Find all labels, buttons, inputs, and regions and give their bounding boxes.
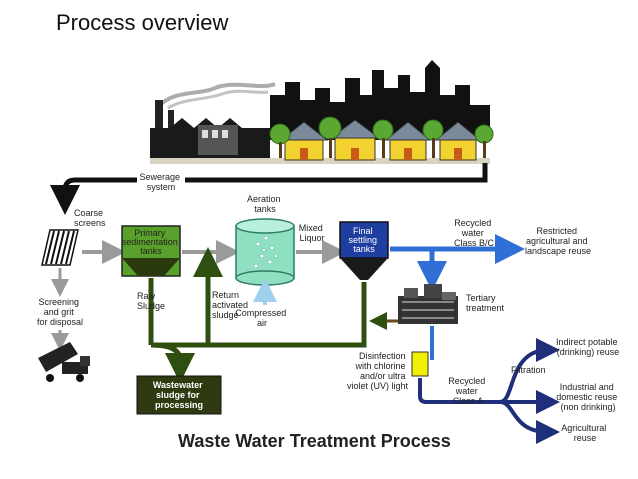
- uv-to-branch-line: [418, 378, 500, 404]
- final-sludge-line: [151, 282, 367, 348]
- city-illustration: [150, 60, 494, 164]
- to-agricultural-arrow: [499, 400, 560, 444]
- primary-sedimentation-tank: [121, 225, 181, 277]
- screening-label: Screening and grit for disposal: [37, 297, 83, 327]
- compressed-air-label: Compressed air: [235, 308, 289, 328]
- wastewater-sludge-box: [136, 375, 222, 415]
- raw-sludge-label: Raw Sludge: [137, 291, 165, 311]
- tertiary-plant-icon: [398, 284, 458, 324]
- sewer-flow-arrow: [50, 163, 488, 215]
- recycled-bc-label: Recycled water Class B/C: [454, 218, 495, 248]
- final-tank-label: Final settling tanks: [348, 226, 379, 254]
- aeration-tank: [235, 218, 295, 286]
- industrial-reuse-label: Industrial and domestic reuse (non drink…: [556, 382, 620, 412]
- final-settling-tank: [339, 221, 389, 280]
- slide-title: Process overview: [56, 10, 229, 35]
- tertiary-label: Tertiary treatment: [466, 293, 505, 313]
- wastewater-sludge-label: Wastewater sludge for processing: [153, 380, 205, 410]
- dump-truck-icon: [38, 342, 90, 382]
- filtration-label: Filtration: [511, 365, 546, 375]
- mixed-liquor-label: Mixed Liquor: [299, 223, 326, 243]
- coarse-screens-label: Coarse screens: [74, 208, 106, 228]
- diagram-caption: Waste Water Treatment Process: [178, 431, 451, 451]
- uv-disinfection-box: [411, 351, 429, 377]
- agricultural-reuse-label: Agricultural reuse: [561, 423, 609, 443]
- sewerage-label-bg: [137, 170, 185, 192]
- coarse-screens-icon: [41, 229, 79, 266]
- to-indirect-potable-arrow: [499, 338, 560, 404]
- aeration-label: Aeration tanks: [247, 194, 283, 214]
- sewerage-label: Sewerage system: [139, 172, 182, 192]
- recycled-a-label: Recycled water Class A: [448, 376, 488, 406]
- primary-tank-label: Primary sedimentation tanks: [122, 228, 181, 256]
- indirect-potable-label: Indirect potable (drinking) reuse: [556, 337, 620, 357]
- return-sludge-label: Return activated sludge: [212, 290, 251, 320]
- to-sludge-processing-arrow: [150, 342, 195, 383]
- disinfection-label: Disinfection with chlorine and/or ultra …: [347, 351, 409, 391]
- restricted-reuse-label: Restricted agricultural and landscape re…: [525, 226, 591, 256]
